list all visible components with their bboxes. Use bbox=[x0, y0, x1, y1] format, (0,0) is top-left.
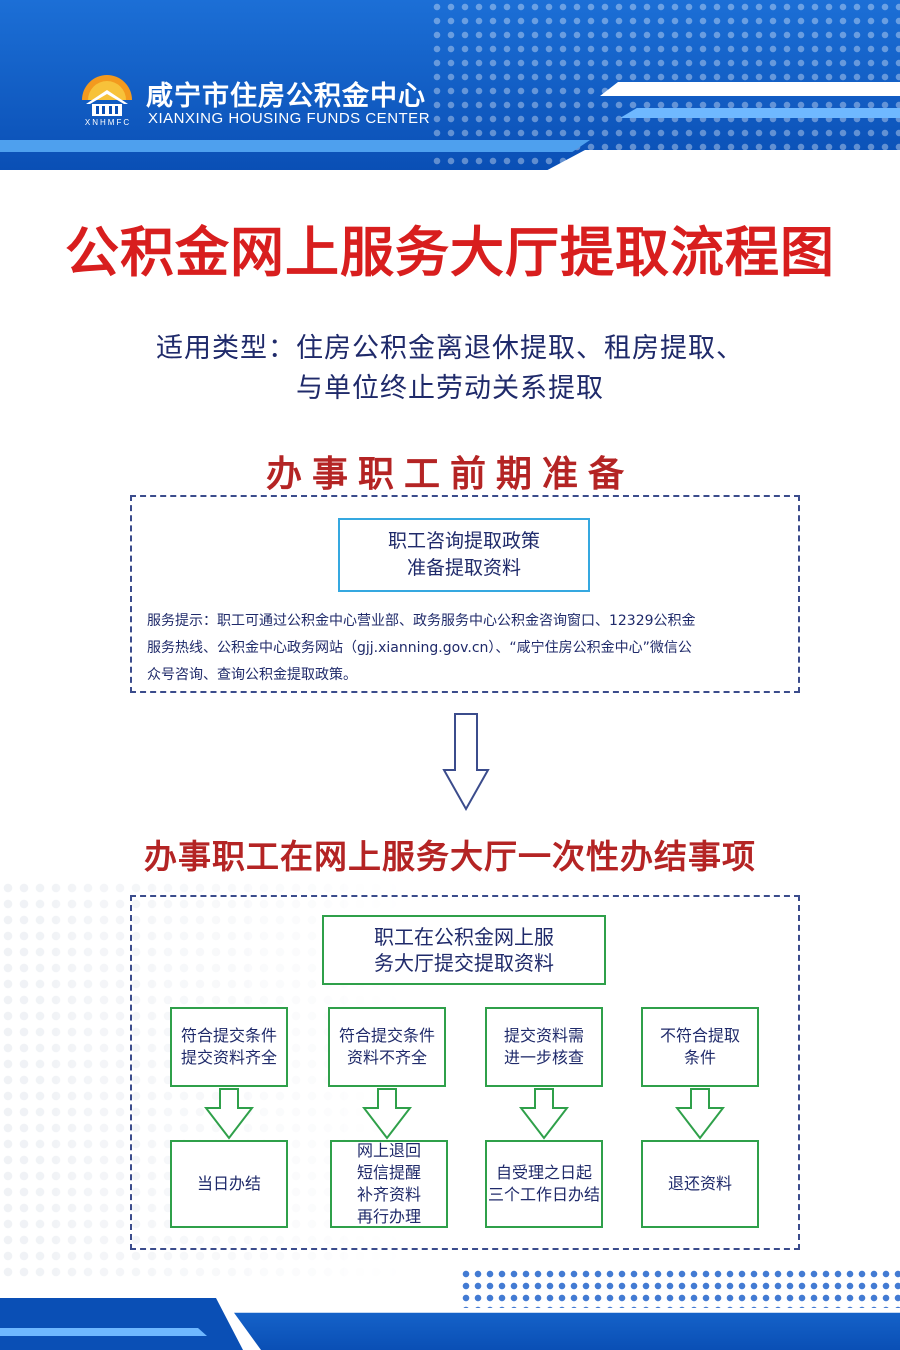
result-box-same-day: 当日办结 bbox=[170, 1140, 288, 1228]
box-line: 补齐资料 bbox=[356, 1185, 421, 1204]
consult-policy-box: 职工咨询提取政策 准备提取资料 bbox=[338, 518, 590, 592]
box-line: 提交资料齐全 bbox=[180, 1048, 277, 1067]
box-line: 资料不齐全 bbox=[346, 1048, 427, 1067]
logo-icon bbox=[82, 75, 132, 116]
tip-line: 服务提示：职工可通过公积金中心营业部、政务服务中心公积金咨询窗口、12329公积… bbox=[147, 613, 696, 629]
condition-box-ineligible: 不符合提取 条件 bbox=[641, 1007, 759, 1087]
condition-box-verify: 提交资料需 进一步核查 bbox=[485, 1007, 603, 1087]
box-line: 当日办结 bbox=[196, 1174, 261, 1193]
footer-stripe bbox=[0, 1328, 207, 1336]
down-arrow-icon bbox=[442, 713, 490, 812]
box-line: 三个工作日办结 bbox=[487, 1185, 600, 1204]
result-box-return-materials: 退还资料 bbox=[641, 1140, 759, 1228]
box-line: 职工咨询提取政策 bbox=[387, 530, 540, 552]
one-stop-panel bbox=[130, 895, 800, 1250]
header-stripe bbox=[600, 82, 900, 96]
box-line: 网上退回 bbox=[356, 1141, 421, 1160]
down-arrow-icon bbox=[675, 1088, 725, 1140]
box-line: 进一步核查 bbox=[503, 1048, 584, 1067]
box-line: 职工在公积金网上服 bbox=[374, 925, 554, 949]
preparation-panel bbox=[130, 495, 800, 693]
footer-dot-pattern bbox=[460, 1268, 900, 1308]
box-line: 自受理之日起 bbox=[495, 1163, 592, 1182]
box-line: 准备提取资料 bbox=[406, 557, 521, 579]
header-stripe bbox=[0, 140, 590, 152]
service-tip: 服务提示：职工可通过公积金中心营业部、政务服务中心公积金咨询窗口、12329公积… bbox=[147, 608, 787, 689]
box-line: 退还资料 bbox=[667, 1174, 732, 1193]
result-box-return-online: 网上退回 短信提醒 补齐资料 再行办理 bbox=[330, 1140, 448, 1228]
header-band bbox=[0, 0, 900, 170]
down-arrow-icon bbox=[519, 1088, 569, 1140]
section-heading-preparation: 办事职工前期准备 bbox=[265, 454, 634, 495]
box-line: 短信提醒 bbox=[356, 1163, 421, 1182]
box-line: 提交资料需 bbox=[503, 1026, 584, 1045]
box-line: 条件 bbox=[683, 1048, 716, 1067]
page-title: 公积金网上服务大厅提取流程图 bbox=[65, 221, 835, 284]
down-arrow-icon bbox=[362, 1088, 412, 1140]
applicable-types-line1: 适用类型：住房公积金离退休提取、租房提取、 bbox=[156, 333, 744, 364]
header-stripe bbox=[620, 108, 900, 118]
down-arrow-icon bbox=[204, 1088, 254, 1140]
box-line: 不符合提取 bbox=[659, 1026, 740, 1045]
result-box-three-days: 自受理之日起 三个工作日办结 bbox=[485, 1140, 603, 1228]
tip-line: 服务热线、公积金中心政务网站（gjj.xianning.gov.cn）、“咸宁住… bbox=[147, 640, 692, 656]
condition-box-incomplete: 符合提交条件 资料不齐全 bbox=[328, 1007, 446, 1087]
box-line: 符合提交条件 bbox=[338, 1026, 435, 1045]
tip-line: 众号咨询、查询公积金提取政策。 bbox=[147, 667, 357, 683]
box-line: 符合提交条件 bbox=[180, 1026, 277, 1045]
section-heading-one-stop: 办事职工在网上服务大厅一次性办结事项 bbox=[144, 837, 756, 876]
org-name-english: XIANXING HOUSING FUNDS CENTER bbox=[148, 110, 431, 127]
box-line: 再行办理 bbox=[356, 1207, 421, 1226]
submit-materials-box: 职工在公积金网上服 务大厅提交提取资料 bbox=[322, 915, 606, 985]
condition-box-complete: 符合提交条件 提交资料齐全 bbox=[170, 1007, 288, 1087]
footer-shape bbox=[234, 1312, 900, 1350]
applicable-types-line2: 与单位终止劳动关系提取 bbox=[296, 373, 604, 404]
box-line: 务大厅提交提取资料 bbox=[374, 951, 554, 975]
logo-abbreviation: XNHMFC bbox=[84, 118, 132, 127]
footer-shape bbox=[0, 1298, 244, 1350]
org-name-chinese: 咸宁市住房公积金中心 bbox=[146, 81, 426, 112]
footer-band bbox=[0, 1268, 900, 1350]
